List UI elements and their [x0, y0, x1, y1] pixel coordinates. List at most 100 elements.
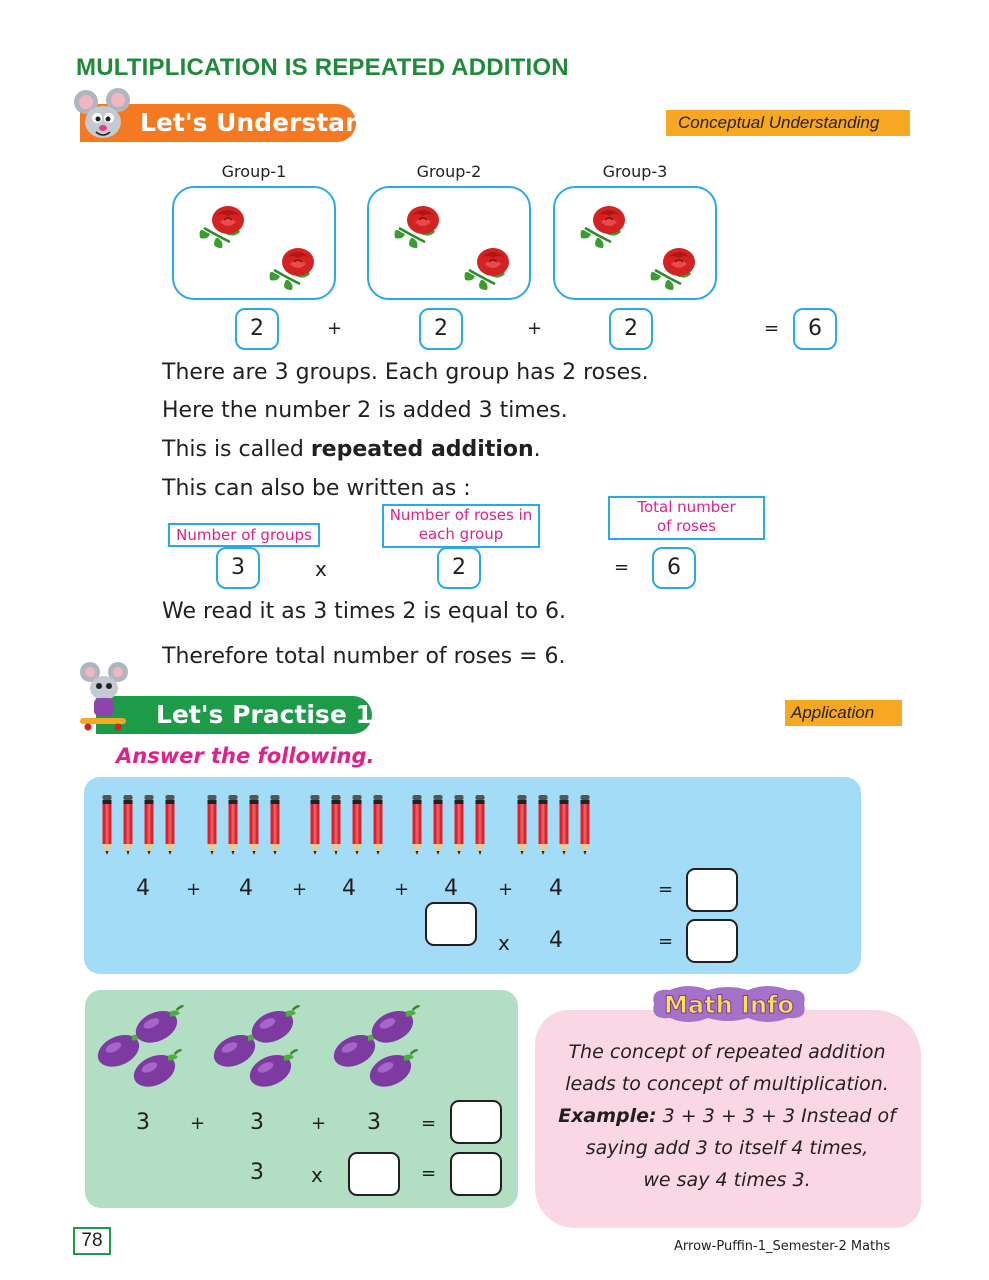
brinjal-icon [249, 1005, 301, 1047]
read-as-line: We read it as 3 times 2 is equal to 6. [162, 599, 567, 624]
example-label: Example: [558, 1105, 657, 1127]
total-box: 6 [652, 547, 696, 589]
math-info-title: Math Info [664, 991, 794, 1019]
pencil-product-answer-box[interactable] [686, 919, 738, 963]
pencil-icon [538, 795, 548, 855]
pencil-icon [433, 795, 443, 855]
pencil-icon [228, 795, 238, 855]
explanation-line-2: Here the number 2 is added 3 times. [162, 398, 568, 423]
lets-understand-heading: Let's Understand [80, 104, 381, 142]
pencil-icon [165, 795, 175, 855]
equals-sign: = [658, 931, 674, 952]
times-sign: x [498, 931, 510, 955]
number-of-groups-label: Number of groups [168, 523, 320, 547]
plus-sign: + [394, 879, 410, 900]
rose-icon [268, 246, 316, 292]
brinjal-icon [131, 1049, 183, 1091]
plus-sign: + [527, 318, 543, 339]
lets-practise-heading: Let's Practise 10.1 [96, 696, 417, 734]
group-2-count: 2 [419, 308, 463, 350]
pencil-icon [412, 795, 422, 855]
plus-sign: + [186, 879, 202, 900]
equals-sign: = [421, 1163, 437, 1184]
equals-sign: = [764, 318, 780, 339]
group-3-box [553, 186, 717, 300]
skateboard-mouse-icon [80, 662, 128, 731]
groups-count-box: 3 [216, 547, 260, 589]
brinjal-icon [247, 1049, 299, 1091]
therefore-line: Therefore total number of roses = 6. [162, 644, 566, 669]
pencil-icon [454, 795, 464, 855]
book-footer: Arrow-Puffin-1_Semester-2 Maths [674, 1239, 891, 1254]
equals-sign: = [421, 1113, 437, 1134]
brinjal-product-answer-box[interactable] [450, 1152, 502, 1196]
group-3-count: 2 [609, 308, 653, 350]
group-1-box [172, 186, 336, 300]
instruction-heading: Answer the following. [116, 744, 375, 768]
pencil-icon [102, 795, 112, 855]
pencil-icon [144, 795, 154, 855]
explanation-line-4: This can also be written as : [162, 476, 471, 501]
group-2-label: Group-2 [416, 162, 482, 181]
rose-icon [579, 204, 627, 250]
conceptual-understanding-tag: Conceptual Understanding [666, 110, 910, 136]
pencil-icon [373, 795, 383, 855]
pencil-icon [270, 795, 280, 855]
brinjal-addend-1: 3 [136, 1110, 150, 1135]
times-sign: x [311, 1163, 323, 1187]
pencil-icon [249, 795, 259, 855]
page-title: MULTIPLICATION IS REPEATED ADDITION [76, 54, 569, 81]
pencil-icon [310, 795, 320, 855]
repeated-addition-term: repeated addition [310, 437, 534, 462]
plus-sign: + [292, 879, 308, 900]
rose-icon [463, 246, 511, 292]
explanation-line-1: There are 3 groups. Each group has 2 ros… [162, 360, 649, 385]
times-sign: x [315, 557, 327, 581]
pencil-sum-answer-box[interactable] [686, 868, 738, 912]
application-tag: Application [785, 700, 902, 726]
mouse-mascot-icon [74, 88, 130, 138]
pencil-icon [517, 795, 527, 855]
pencil-icon [123, 795, 133, 855]
plus-sign: + [190, 1113, 206, 1134]
pencil-addend-2: 4 [239, 876, 253, 901]
pencil-groups-answer-box[interactable] [425, 902, 477, 946]
pencil-icon [352, 795, 362, 855]
group-2-box [367, 186, 531, 300]
brinjal-icon [133, 1005, 185, 1047]
pencil-addend-4: 4 [444, 876, 458, 901]
pencil-icon [580, 795, 590, 855]
equals-sign: = [658, 879, 674, 900]
pencil-times-value: 4 [549, 928, 563, 953]
brinjal-groups [95, 1005, 435, 1095]
math-info-badge: Math Info [653, 986, 805, 1022]
page-number: 78 [73, 1227, 111, 1255]
brinjal-groups-answer-box[interactable] [348, 1152, 400, 1196]
pencil-icon [331, 795, 341, 855]
math-info-panel [535, 1010, 921, 1228]
rose-icon [649, 246, 697, 292]
rose-icon [198, 204, 246, 250]
group-3-label: Group-3 [602, 162, 668, 181]
plus-sign: + [498, 879, 514, 900]
pencil-icon [475, 795, 485, 855]
brinjal-sum-answer-box[interactable] [450, 1100, 502, 1144]
group-1-label: Group-1 [221, 162, 287, 181]
group-1-count: 2 [235, 308, 279, 350]
brinjal-addend-2: 3 [250, 1110, 264, 1135]
math-info-text: The concept of repeated addition leads t… [558, 1041, 896, 1191]
plus-sign: + [327, 318, 343, 339]
pencil-icon [559, 795, 569, 855]
each-group-box: 2 [437, 547, 481, 589]
plus-sign: + [311, 1113, 327, 1134]
sum-box: 6 [793, 308, 837, 350]
brinjal-icon [367, 1049, 419, 1091]
equals-sign: = [614, 557, 630, 578]
pencil-addend-3: 4 [342, 876, 356, 901]
brinjal-times-value: 3 [250, 1160, 264, 1185]
pencil-groups [100, 795, 620, 857]
brinjal-icon [369, 1005, 421, 1047]
pencil-icon [207, 795, 217, 855]
